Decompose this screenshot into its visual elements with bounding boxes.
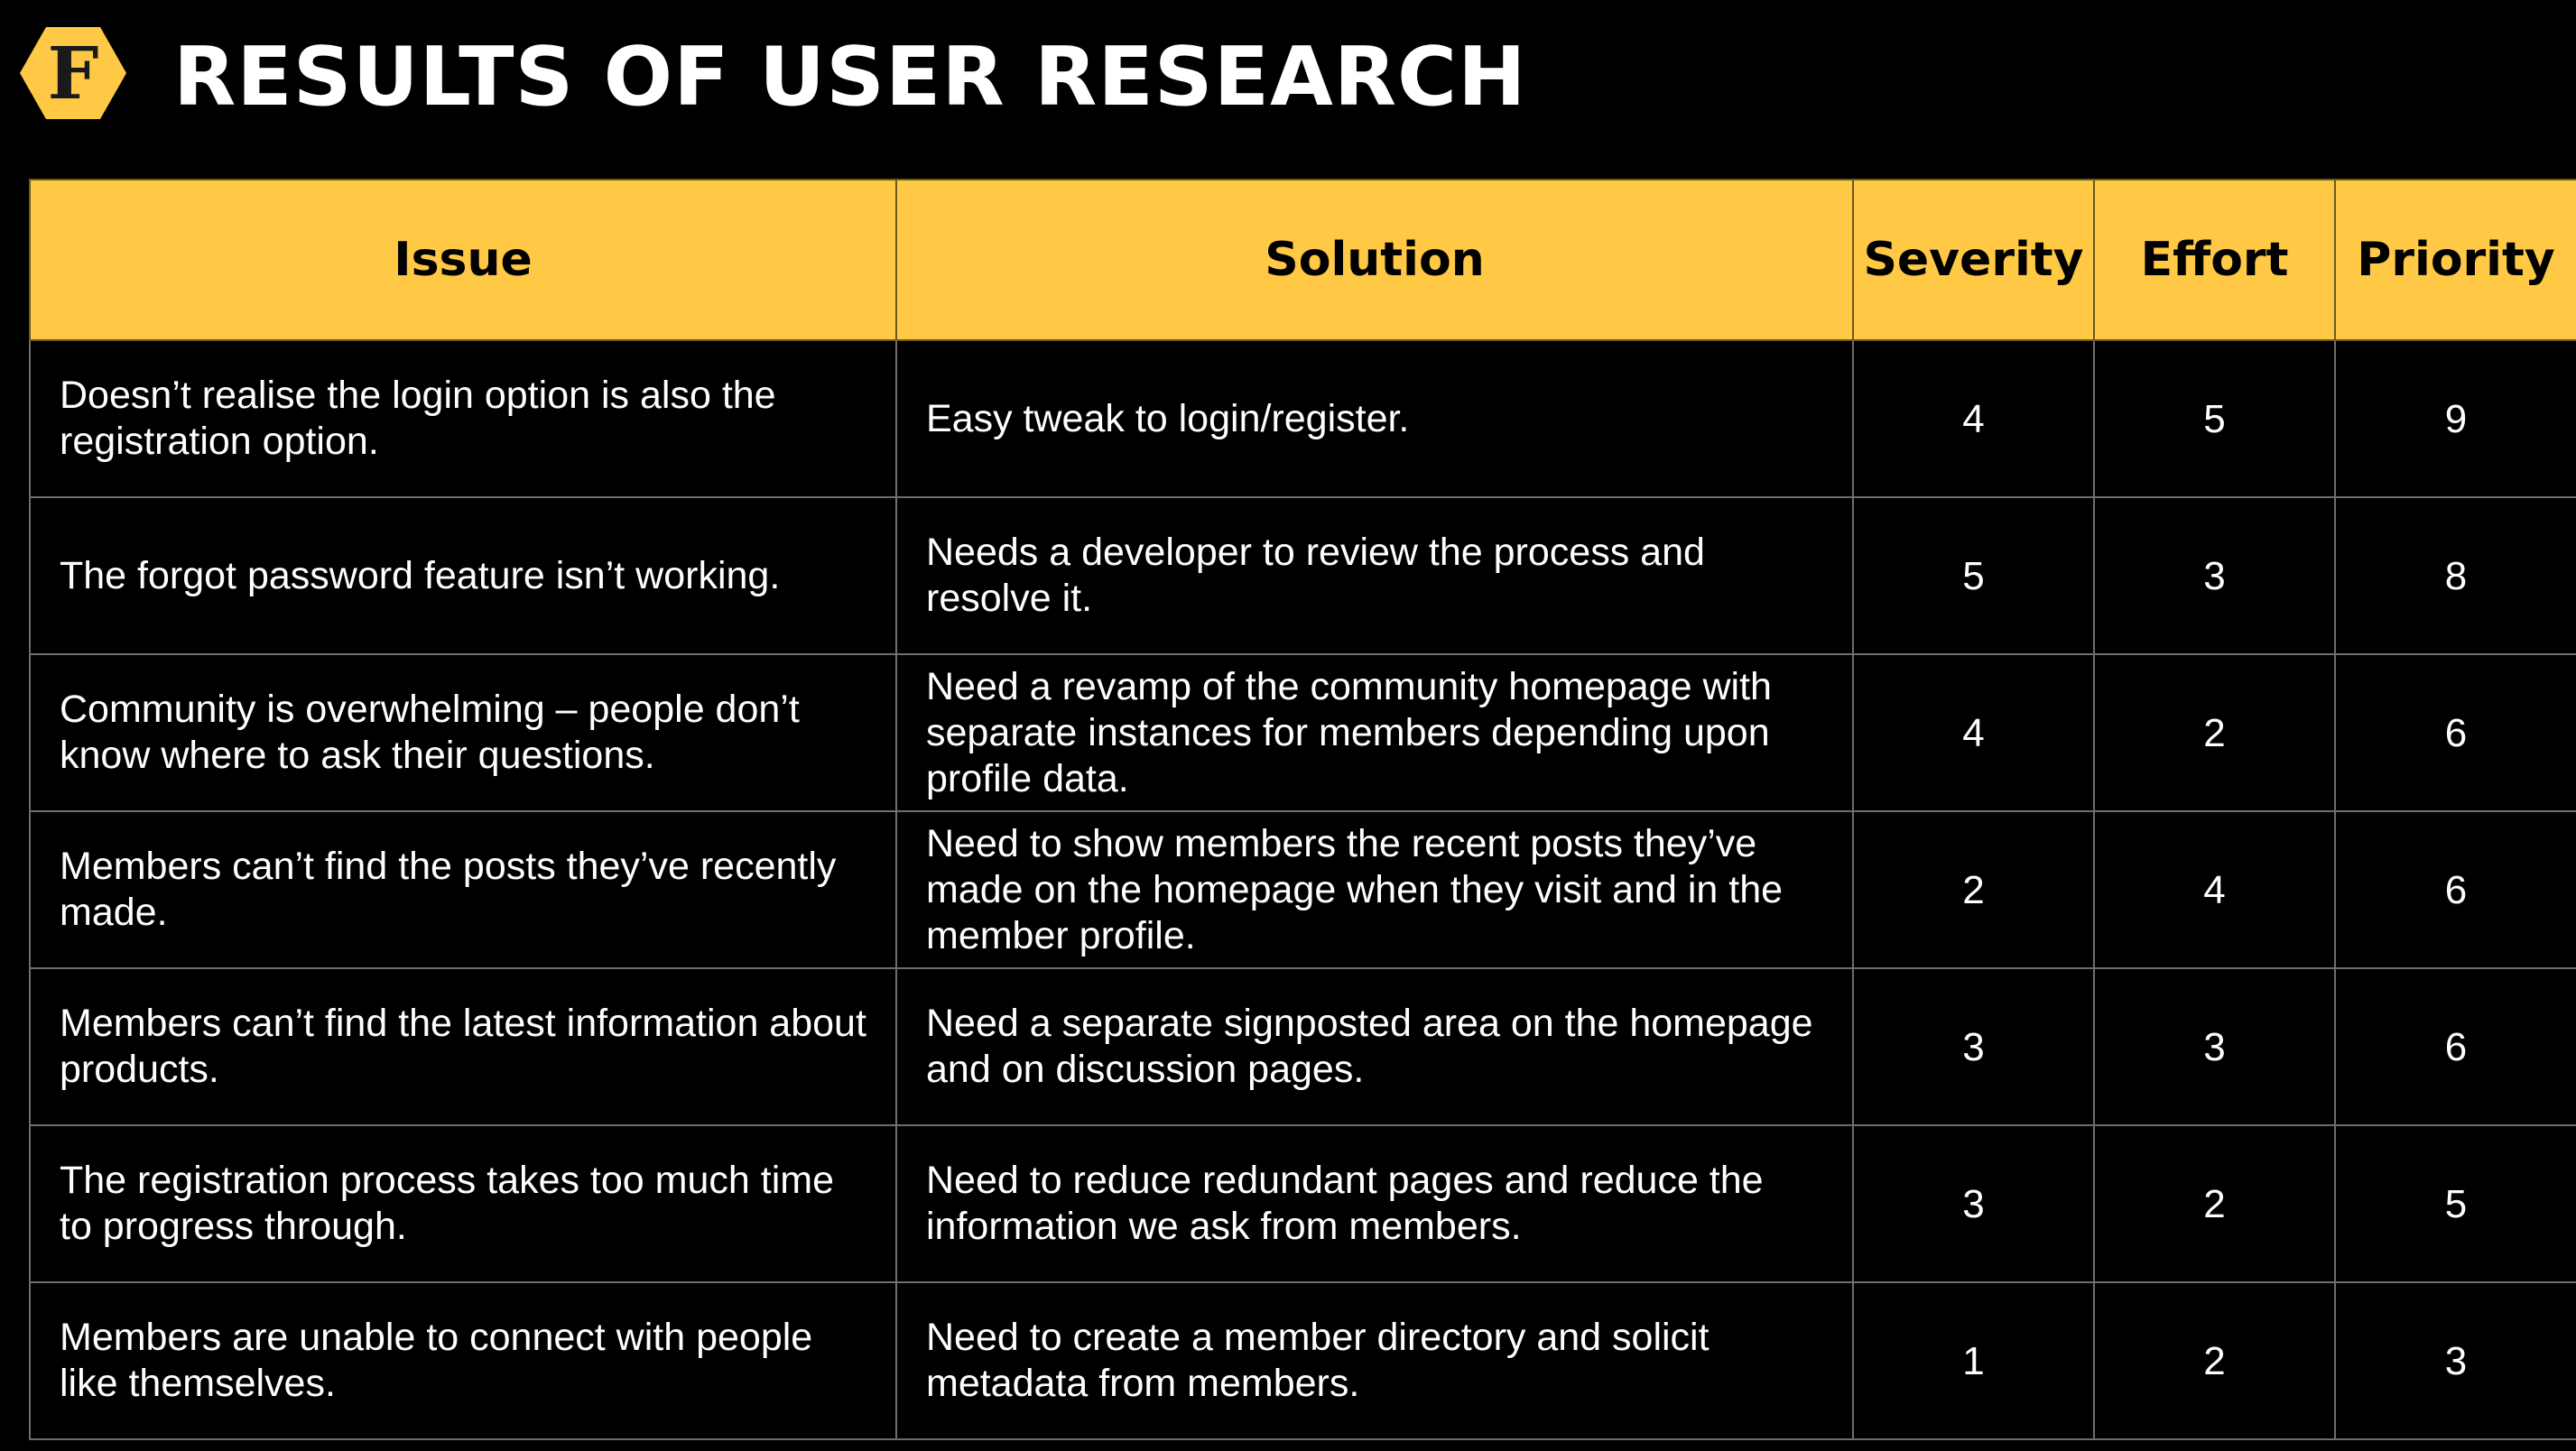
logo: F [20, 27, 126, 119]
table-row: Members can’t find the latest informatio… [29, 967, 2576, 1126]
issue-cell: Members can’t find the posts they’ve rec… [29, 810, 897, 969]
severity-cell: 3 [1852, 1124, 2095, 1283]
research-results-table: Issue Solution Severity Effort Priority … [29, 179, 2576, 1440]
solution-cell: Need a separate signposted area on the h… [895, 967, 1854, 1126]
table-row: The registration process takes too much … [29, 1124, 2576, 1283]
effort-cell: 2 [2093, 1124, 2336, 1283]
column-header-priority: Priority [2334, 179, 2576, 341]
solution-cell: Need to reduce redundant pages and reduc… [895, 1124, 1854, 1283]
issue-cell: Members are unable to connect with peopl… [29, 1281, 897, 1440]
severity-cell: 4 [1852, 653, 2095, 812]
severity-cell: 2 [1852, 810, 2095, 969]
priority-cell: 6 [2334, 967, 2576, 1126]
solution-cell: Need to show members the recent posts th… [895, 810, 1854, 969]
priority-cell: 6 [2334, 653, 2576, 812]
effort-cell: 4 [2093, 810, 2336, 969]
issue-cell: Doesn’t realise the login option is also… [29, 339, 897, 498]
solution-cell: Need a revamp of the community homepage … [895, 653, 1854, 812]
effort-cell: 3 [2093, 496, 2336, 655]
effort-cell: 5 [2093, 339, 2336, 498]
priority-cell: 9 [2334, 339, 2576, 498]
solution-cell: Needs a developer to review the process … [895, 496, 1854, 655]
research-table-container: Issue Solution Severity Effort Priority … [29, 179, 2576, 1440]
priority-cell: 6 [2334, 810, 2576, 969]
table-row: The forgot password feature isn’t workin… [29, 496, 2576, 655]
solution-cell: Need to create a member directory and so… [895, 1281, 1854, 1440]
severity-cell: 1 [1852, 1281, 2095, 1440]
priority-cell: 5 [2334, 1124, 2576, 1283]
column-header-severity: Severity [1852, 179, 2095, 341]
severity-cell: 5 [1852, 496, 2095, 655]
column-header-effort: Effort [2093, 179, 2336, 341]
hexagon-logo-icon [20, 27, 126, 119]
effort-cell: 2 [2093, 653, 2336, 812]
issue-cell: Community is overwhelming – people don’t… [29, 653, 897, 812]
column-header-solution: Solution [895, 179, 1854, 341]
column-header-issue: Issue [29, 179, 897, 341]
effort-cell: 3 [2093, 967, 2336, 1126]
priority-cell: 8 [2334, 496, 2576, 655]
table-row: Doesn’t realise the login option is also… [29, 339, 2576, 498]
issue-cell: The registration process takes too much … [29, 1124, 897, 1283]
table-header-row: Issue Solution Severity Effort Priority [29, 179, 2576, 341]
issue-cell: Members can’t find the latest informatio… [29, 967, 897, 1126]
page-title: RESULTS OF USER RESEARCH [173, 30, 1527, 125]
table-row: Members can’t find the posts they’ve rec… [29, 810, 2576, 969]
effort-cell: 2 [2093, 1281, 2336, 1440]
table-row: Members are unable to connect with peopl… [29, 1281, 2576, 1440]
issue-cell: The forgot password feature isn’t workin… [29, 496, 897, 655]
severity-cell: 3 [1852, 967, 2095, 1126]
logo-letter: F [47, 31, 99, 116]
severity-cell: 4 [1852, 339, 2095, 498]
priority-cell: 3 [2334, 1281, 2576, 1440]
solution-cell: Easy tweak to login/register. [895, 339, 1854, 498]
page-header: F RESULTS OF USER RESEARCH [0, 0, 2576, 162]
table-row: Community is overwhelming – people don’t… [29, 653, 2576, 812]
